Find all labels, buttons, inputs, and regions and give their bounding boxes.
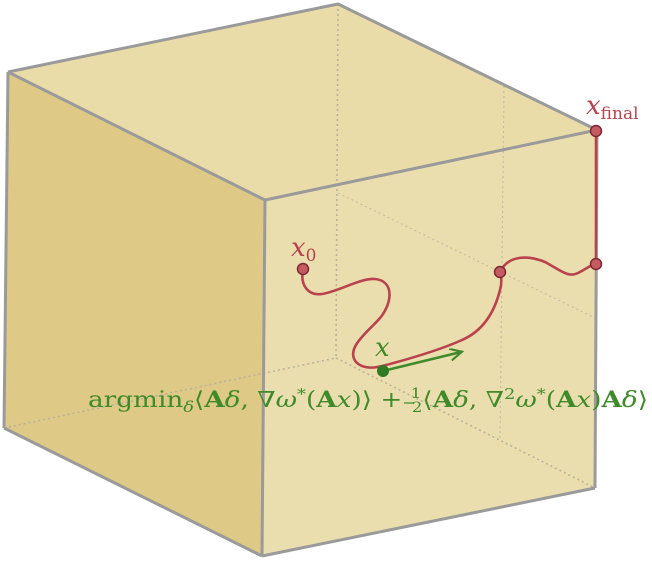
current-label: x xyxy=(375,333,390,363)
edge-bottom-left xyxy=(3,426,263,558)
cube-back xyxy=(3,3,597,556)
waypoint-marker xyxy=(493,265,507,279)
edge-front-vertical xyxy=(260,199,267,557)
edge-point-marker xyxy=(589,257,603,271)
step-arrow xyxy=(382,352,461,373)
hidden-edge-2 xyxy=(3,357,337,429)
optimization-path xyxy=(301,128,598,369)
edge-bottom-right xyxy=(261,486,596,558)
guide-line-2 xyxy=(499,85,505,441)
start-label: x0 xyxy=(291,233,317,266)
start-point-marker xyxy=(296,262,310,276)
hidden-edge-3 xyxy=(335,357,596,489)
start-label-sub: 0 xyxy=(306,246,317,266)
current-point-marker xyxy=(377,365,389,377)
cube-left-face xyxy=(4,72,265,556)
hidden-edge-1 xyxy=(335,3,339,359)
final-label: xfinal xyxy=(586,91,639,124)
cube-right-face xyxy=(262,130,597,556)
final-label-sub: final xyxy=(601,104,639,124)
edge-left-vertical xyxy=(2,71,10,429)
cube-top-face xyxy=(8,4,597,200)
final-point-marker xyxy=(589,124,603,138)
